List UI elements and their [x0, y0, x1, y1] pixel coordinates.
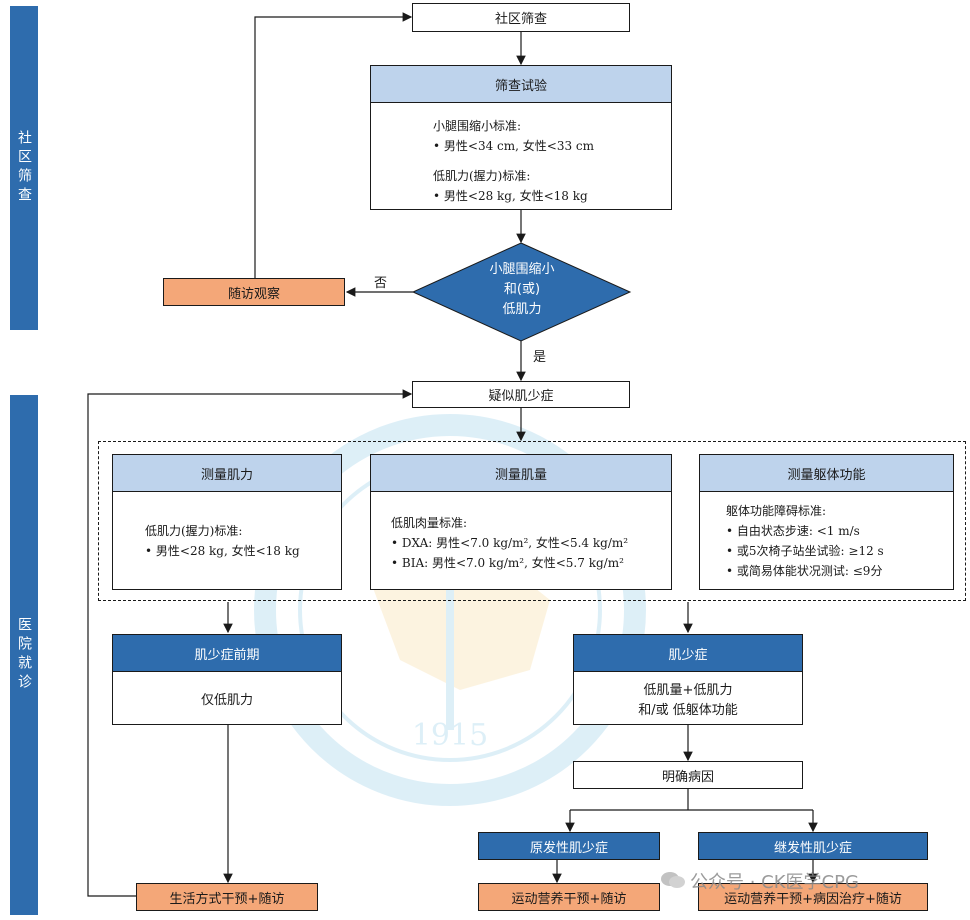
suspected-sarcopenia-node: 疑似肌少症 [412, 381, 630, 408]
yes-label: 是 [533, 350, 547, 365]
pre-sarcopenia-title: 肌少症前期 [113, 635, 341, 672]
primary-sarcopenia-node: 原发性肌少症 [478, 832, 660, 860]
calf-criteria-item: • 男性<34 cm, 女性<33 cm [433, 139, 594, 153]
pre-sarcopenia-body: 仅低肌力 [200, 693, 253, 708]
strength-criteria-title: 低肌力(握力)标准: [145, 524, 243, 538]
hospital-visit-sidebar: 医院就诊 [10, 395, 38, 915]
measure-function-panel: 测量躯体功能 躯体功能障碍标准: • 自由状态步速: <1 m/s • 或5次椅… [699, 454, 954, 590]
identify-cause-node: 明确病因 [573, 761, 803, 789]
community-screening-node: 社区筛查 [412, 3, 630, 32]
grip-criteria-item: • 男性<28 kg, 女性<18 kg [433, 189, 588, 203]
function-criteria-gait: • 自由状态步速: <1 m/s [726, 524, 860, 538]
community-screening-sidebar: 社区筛查 [10, 6, 38, 330]
measure-function-title: 测量躯体功能 [700, 455, 953, 492]
mass-criteria-dxa: • DXA: 男性<7.0 kg/m², 女性<5.4 kg/m² [391, 536, 629, 550]
grip-criteria-title: 低肌力(握力)标准: [433, 169, 531, 183]
measure-strength-panel: 测量肌力 低肌力(握力)标准: • 男性<28 kg, 女性<18 kg [112, 454, 342, 590]
pre-sarcopenia-panel: 肌少症前期 仅低肌力 [112, 634, 342, 725]
decision-label: 小腿围缩小 和(或) 低肌力 [489, 262, 555, 317]
function-criteria-title: 躯体功能障碍标准: [726, 504, 827, 518]
function-criteria-sppb: • 或简易体能状况测试: ≤9分 [726, 564, 883, 578]
wechat-icon [661, 872, 685, 888]
sarcopenia-body-line2: 和/或 低躯体功能 [638, 703, 738, 718]
brand-watermark: 公众号 · CK医学CPG [690, 872, 859, 893]
measurement-group [98, 441, 966, 601]
sarcopenia-title: 肌少症 [574, 635, 802, 672]
mass-criteria-title: 低肌肉量标准: [391, 516, 468, 530]
measure-strength-title: 测量肌力 [113, 455, 341, 492]
calf-criteria-title: 小腿围缩小标准: [433, 119, 522, 133]
sarcopenia-panel: 肌少症 低肌量+低肌力 和/或 低躯体功能 [573, 634, 803, 725]
exercise-nutrition-cause-treatment-node: 运动营养干预+病因治疗+随访 [698, 883, 928, 911]
exercise-nutrition-node: 运动营养干预+随访 [478, 883, 660, 911]
decision-diamond [411, 242, 632, 342]
screening-test-title: 筛查试验 [371, 66, 671, 103]
mass-criteria-bia: • BIA: 男性<7.0 kg/m², 女性<5.7 kg/m² [391, 556, 624, 570]
screening-test-panel: 筛查试验 小腿围缩小标准: • 男性<34 cm, 女性<33 cm 低肌力(握… [370, 65, 672, 210]
function-criteria-chair: • 或5次椅子站坐试验: ≥12 s [726, 544, 884, 558]
lifestyle-intervention-node: 生活方式干预+随访 [136, 883, 318, 911]
strength-criteria-item: • 男性<28 kg, 女性<18 kg [145, 544, 300, 558]
measure-mass-title: 测量肌量 [371, 455, 671, 492]
svg-text:1915: 1915 [412, 718, 488, 753]
follow-up-observation-node: 随访观察 [163, 278, 345, 306]
measure-mass-panel: 测量肌量 低肌肉量标准: • DXA: 男性<7.0 kg/m², 女性<5.4… [370, 454, 672, 590]
sarcopenia-body-line1: 低肌量+低肌力 [643, 683, 733, 698]
secondary-sarcopenia-node: 继发性肌少症 [698, 832, 928, 860]
no-label: 否 [374, 276, 388, 291]
